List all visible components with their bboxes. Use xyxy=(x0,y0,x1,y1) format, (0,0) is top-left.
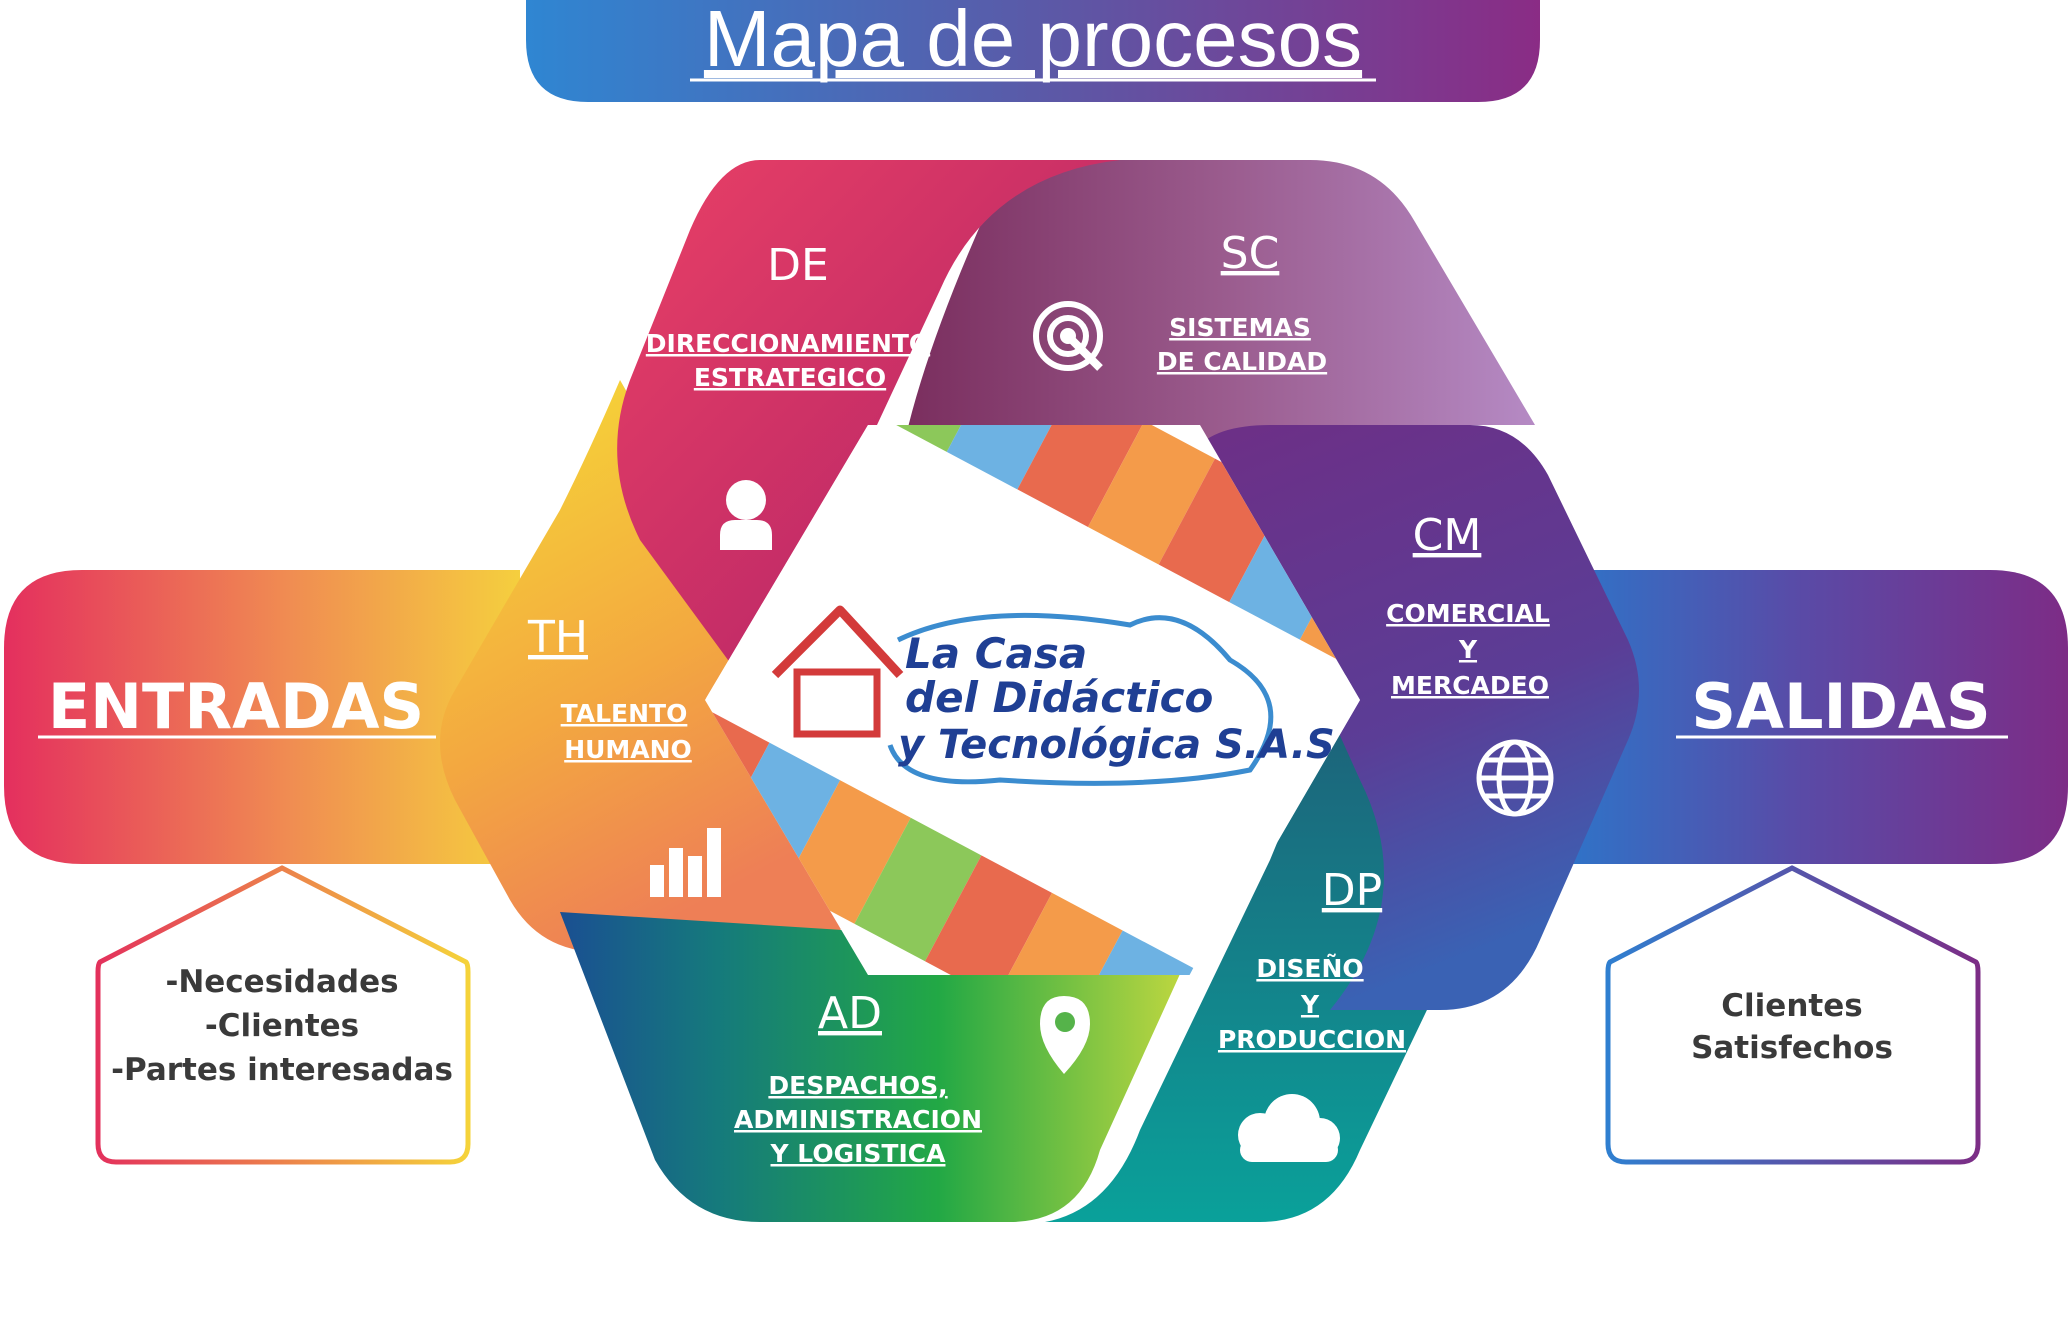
ad-label-3: Y LOGISTICA xyxy=(770,1139,947,1168)
th-label-2: HUMANO xyxy=(564,735,692,764)
dp-code: DP xyxy=(1322,865,1382,916)
dp-label-3: PRODUCCION xyxy=(1218,1025,1406,1054)
salidas-label: SALIDAS xyxy=(1691,670,1990,743)
sc-label-1: SISTEMAS xyxy=(1169,313,1311,342)
salidas-box: Clientes Satisfechos xyxy=(1605,865,1981,1165)
cm-label-3: MERCADEO xyxy=(1391,671,1549,700)
ad-code: AD xyxy=(818,988,882,1039)
ad-label-2: ADMINISTRACION xyxy=(734,1105,982,1134)
entradas-box: -Necesidades -Clientes -Partes interesad… xyxy=(95,865,471,1165)
location-pin-icon xyxy=(1040,996,1090,1074)
de-label-2: ESTRATEGICO xyxy=(694,363,886,392)
logo-line-1: La Casa xyxy=(905,629,1087,678)
entradas-item-3: -Partes interesadas xyxy=(111,1052,453,1088)
th-label-1: TALENTO xyxy=(561,699,688,728)
entradas-item-1: -Necesidades xyxy=(165,964,398,1000)
segment-sc xyxy=(905,160,1535,450)
cm-code: CM xyxy=(1413,510,1482,561)
salidas-item-1: Clientes xyxy=(1721,988,1862,1024)
logo-line-3: y Tecnológica S.A.S xyxy=(898,722,1335,768)
dp-label-1: DISEÑO xyxy=(1256,954,1363,983)
sc-code: SC xyxy=(1221,228,1280,279)
logo-line-2: del Didáctico xyxy=(905,673,1213,722)
page-title: Mapa de procesos xyxy=(704,0,1362,83)
segment-th xyxy=(440,380,865,952)
globe-icon xyxy=(1476,739,1554,817)
de-label-1: DIRECCIONAMIENTO xyxy=(646,329,930,358)
entradas-label: ENTRADAS xyxy=(48,670,424,743)
entradas-item-2: -Clientes xyxy=(205,1008,359,1044)
dp-label-2: Y xyxy=(1300,990,1320,1019)
cm-label-2: Y xyxy=(1458,635,1478,664)
bar-chart-icon xyxy=(650,828,721,897)
salidas-item-2: Satisfechos xyxy=(1691,1030,1893,1066)
salidas-band: SALIDAS xyxy=(1540,570,2068,864)
title-banner: Mapa de procesos xyxy=(526,0,1540,102)
de-code: DE xyxy=(767,240,829,291)
cm-label-1: COMERCIAL xyxy=(1386,599,1550,628)
th-code: TH xyxy=(527,612,588,663)
sc-label-2: DE CALIDAD xyxy=(1157,347,1327,376)
segment-cm xyxy=(1200,425,1639,1010)
ad-label-1: DESPACHOS, xyxy=(768,1071,947,1100)
cloud-icon xyxy=(1238,1094,1340,1162)
target-icon xyxy=(1033,301,1103,371)
segment-ad xyxy=(560,912,1190,1222)
user-icon xyxy=(720,480,772,550)
house-logo-icon xyxy=(771,605,1274,786)
entradas-band: ENTRADAS xyxy=(4,570,520,864)
